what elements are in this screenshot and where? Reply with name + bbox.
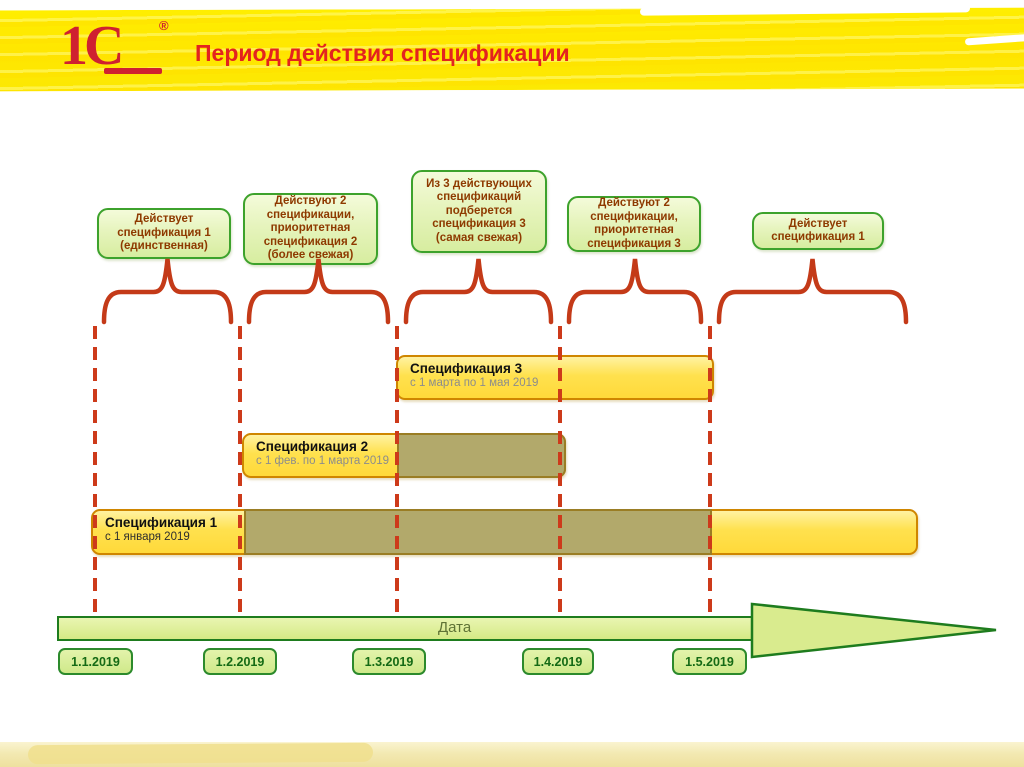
interval-braces <box>101 258 909 325</box>
bottom-highlight-patch <box>27 742 374 765</box>
bar-title: Спецификация 3 <box>410 361 523 376</box>
timeline-arrowhead <box>750 602 997 659</box>
date-label-1-1-2019: 1.1.2019 <box>58 648 133 675</box>
date-label-1-5-2019: 1.5.2019 <box>672 648 747 675</box>
brace-interval-3 <box>403 258 554 325</box>
bar-title: Спецификация 1 <box>105 515 218 530</box>
bar-title: Спецификация 2 <box>256 439 369 454</box>
1c-logo-underline <box>104 68 162 74</box>
callout-spec1-again: Действует спецификация 1 <box>752 212 884 250</box>
brace-interval-2 <box>246 258 391 325</box>
callout-two-specs-priority3: Действуют 2 спецификации, приоритетная с… <box>567 196 701 252</box>
bar-period: с 1 фев. по 1 марта 2019 <box>256 455 390 467</box>
bar-period: с 1 января 2019 <box>105 531 190 543</box>
bar-specification-2: Спецификация 2 с 1 фев. по 1 марта 2019 <box>242 433 566 478</box>
callout-three-specs-pick3: Из 3 действующих спецификаций подберется… <box>411 170 547 253</box>
page-title: Период действия спецификации <box>195 40 570 66</box>
timeline-axis-body <box>57 616 753 641</box>
bar-label: Спецификация 3 с 1 марта по 1 мая 2019 <box>410 361 538 389</box>
date-label-1-4-2019: 1.4.2019 <box>522 648 594 675</box>
callout-two-specs-priority2: Действуют 2 спецификации, приоритетная с… <box>243 193 378 265</box>
callout-spec1-only: Действует спецификация 1 (единственная) <box>97 208 231 259</box>
timeline-axis-label: Дата <box>438 619 472 636</box>
registered-mark: ® <box>159 18 169 33</box>
bar-specification-1: Спецификация 1 с 1 января 2019 <box>91 509 918 555</box>
bar-period: с 1 марта по 1 мая 2019 <box>410 377 539 389</box>
1c-logo: 1С ® <box>60 18 170 78</box>
bar-label: Спецификация 2 с 1 фев. по 1 марта 2019 <box>256 439 389 467</box>
brace-interval-5 <box>716 258 909 325</box>
1c-logo-text: 1С <box>60 15 124 77</box>
bar-label: Спецификация 1 с 1 января 2019 <box>105 515 217 543</box>
brace-interval-1 <box>101 258 234 325</box>
overridden-period-region <box>397 433 566 478</box>
bar-specification-3: Спецификация 3 с 1 марта по 1 мая 2019 <box>396 355 714 400</box>
date-label-1-3-2019: 1.3.2019 <box>352 648 426 675</box>
overridden-period-region <box>244 509 712 555</box>
brace-interval-4 <box>566 258 704 325</box>
date-label-1-2-2019: 1.2.2019 <box>203 648 277 675</box>
